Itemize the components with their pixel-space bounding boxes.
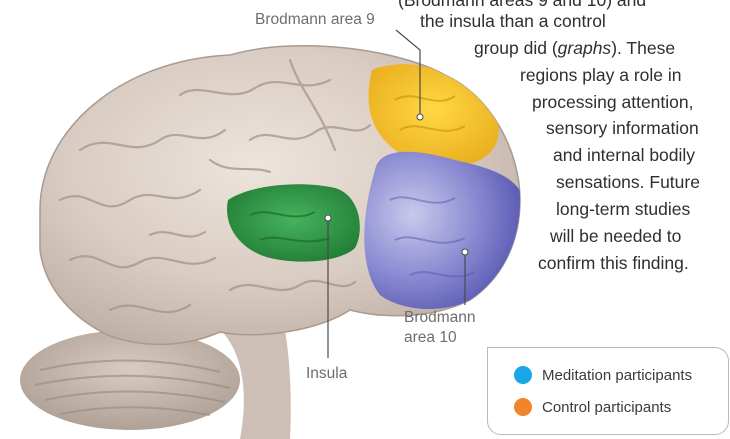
body-text-line: group did (graphs). These [474, 37, 675, 59]
body-text-line: long-term studies [556, 198, 690, 220]
body-text-line: processing attention, [532, 91, 694, 113]
body-text-line: sensory information [546, 117, 699, 139]
brodmann10-label: area 10 [404, 328, 457, 347]
body-text-line: sensations. Future [556, 171, 700, 193]
insula-label: Insula [306, 364, 347, 383]
brodmann-area-10-region [364, 152, 525, 309]
legend-label-meditation: Meditation participants [542, 367, 692, 384]
graphs-italic: graphs [558, 38, 612, 58]
body-text-line: and internal bodily [553, 144, 695, 166]
body-text-line: confirm this finding. [538, 252, 689, 274]
brodmann9-label: Brodmann area 9 [255, 10, 375, 29]
insula-marker [325, 215, 331, 221]
brodmann9-marker [417, 114, 423, 120]
body-text-line: regions play a role in [520, 64, 681, 86]
meditation-color-swatch [514, 366, 532, 384]
legend: Meditation participants Control particip… [487, 347, 729, 435]
legend-item-control: Control participants [514, 398, 671, 416]
control-color-swatch [514, 398, 532, 416]
legend-item-meditation: Meditation participants [514, 366, 692, 384]
brodmann10-label: Brodmann [404, 308, 476, 327]
legend-label-control: Control participants [542, 399, 671, 416]
body-text-line: will be needed to [550, 225, 681, 247]
brodmann10-marker [462, 249, 468, 255]
body-text-line: the insula than a control [420, 10, 606, 32]
